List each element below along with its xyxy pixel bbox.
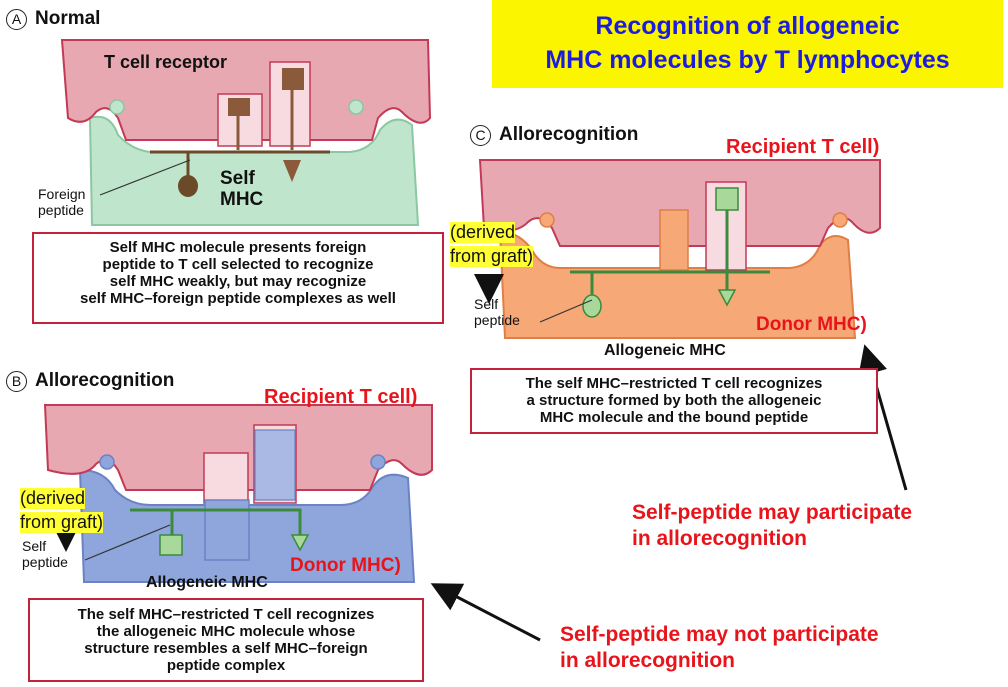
panel-a-heading: A Normal [6,8,100,30]
panel-c-title: Allorecognition [499,124,639,145]
panel-c-illustration [474,159,881,339]
self-mhc-line-2: MHC [220,189,264,210]
note-may-line-2: in allorecognition [632,527,808,550]
self-mhc-line-1: Self [220,168,255,189]
arrow-to-panel-b [430,583,541,642]
panel-b-caption: The self MHC–restricted T cell recognize… [28,598,424,682]
panel-c-tcell-shape [478,159,881,247]
panel-c-self-line-1: Self [474,296,499,312]
panel-c-heading: C Allorecognition [470,124,638,146]
panel-a-caption-line: Self MHC molecule presents foreign [109,239,367,256]
note-may-line-1: Self-peptide may participate [632,501,913,524]
panel-b-donor-label: Donor MHC) [290,555,401,576]
panel-c-letter: C [470,124,491,146]
panel-a-tcell-shape [60,39,432,141]
panel-b-self-line-1: Self [22,538,47,554]
panel-a-caption: Self MHC molecule presents foreign pepti… [32,232,444,324]
tcr-label: T cell receptor [104,52,228,72]
panel-b-self-line-2: peptide [22,554,68,570]
panel-a-caption-line: self MHC–foreign peptide complexes as we… [80,290,396,307]
panel-b-caption-line: The self MHC–restricted T cell recognize… [77,606,375,623]
panel-a-illustration [60,39,432,226]
panel-a-letter: A [6,8,27,30]
panel-c-derived-line-2: from graft) [450,246,534,267]
panel-b-caption-line: the allogeneic MHC molecule whose [96,623,356,640]
panel-c-caption-line: a structure formed by both the allogenei… [526,392,822,409]
panel-b-allogeneic-label: Allogeneic MHC [146,574,268,591]
panel-c-self-peptide-label: Self peptide [474,296,520,328]
panel-c-caption: The self MHC–restricted T cell recognize… [470,368,878,434]
foreign-peptide-label: Foreign peptide [38,186,85,218]
panel-a-caption-line: self MHC weakly, but may recognize [109,273,367,290]
title-line-2: MHC molecules by T lymphocytes [545,46,950,74]
foreign-line-1: Foreign [38,186,86,202]
panel-b-derived-line-2: from graft) [20,512,104,533]
panel-a-title: Normal [35,8,101,29]
title-box: Recognition of allogeneic MHC molecules … [492,0,1003,88]
note-may-participate: Self-peptide may participate in alloreco… [632,500,912,552]
panel-b-letter: B [6,370,27,392]
panel-b-derived-line-1: (derived [20,488,86,509]
panel-a-caption-line: peptide to T cell selected to recognize [102,256,374,273]
panel-c-allogeneic-label: Allogeneic MHC [604,342,726,359]
panel-b-self-peptide-label: Self peptide [22,538,68,570]
panel-c-self-line-2: peptide [474,312,520,328]
note-may-not-participate: Self-peptide may not participate in allo… [560,622,879,674]
foreign-line-2: peptide [38,202,84,218]
panel-b-heading: B Allorecognition [6,370,174,392]
panel-b-caption-line: peptide complex [166,657,286,674]
panel-b-caption-line: structure resembles a self MHC–foreign [84,640,368,657]
panel-a-self-mhc-shape [88,115,420,226]
panel-c-recipient-label: Recipient T cell) [726,136,880,158]
note-maynot-line-1: Self-peptide may not participate [560,623,879,646]
panel-b-tcell-shape [43,404,433,491]
panel-b-recipient-label: Recipient T cell) [264,386,418,408]
panel-c-derived-line-1: (derived [450,222,516,243]
note-maynot-line-2: in allorecognition [560,649,736,672]
panel-c-caption-line: The self MHC–restricted T cell recognize… [525,375,823,392]
panel-c-caption-line: MHC molecule and the bound peptide [539,409,809,426]
panel-c-donor-label: Donor MHC) [756,314,867,335]
panel-b-illustration [43,404,433,583]
title-line-1: Recognition of allogeneic [595,12,900,40]
panel-b-title: Allorecognition [35,370,175,391]
self-mhc-label: Self MHC [220,168,263,210]
